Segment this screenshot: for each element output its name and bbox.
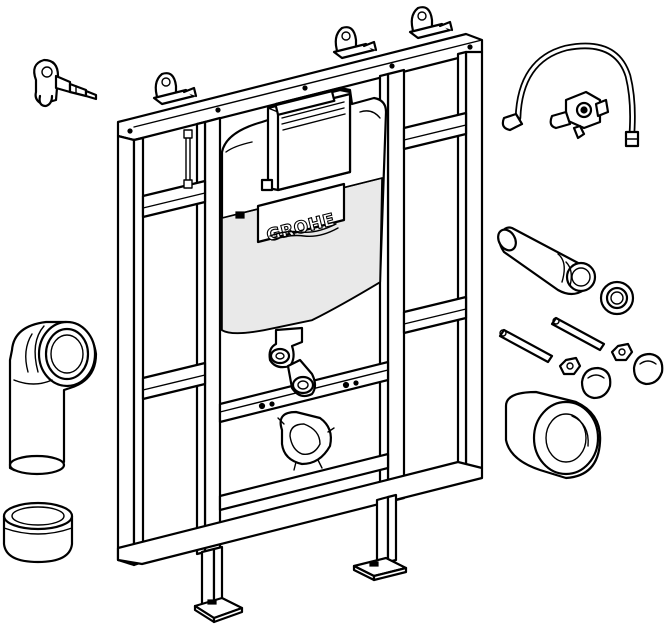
cap-nuts — [580, 352, 664, 400]
pan-connector-elbow — [8, 320, 98, 476]
actuator-top-lip — [274, 90, 336, 116]
concealed-cistern: GROHE — [220, 86, 388, 471]
frame-bottom-beam — [116, 460, 484, 566]
hanger-2 — [332, 26, 378, 60]
right-bracket-lower — [402, 295, 468, 335]
left-bracket-lower — [141, 361, 207, 401]
hanger-1 — [152, 72, 198, 106]
frame-right-upright — [464, 50, 484, 474]
nuts — [558, 342, 634, 376]
frame-lower-rail — [218, 452, 390, 512]
water-supply-hose — [501, 42, 640, 148]
flush-pipe — [497, 226, 597, 296]
frame-inner-left-upright — [203, 116, 222, 554]
frame-inner-right-upright — [386, 68, 406, 504]
drain-connector-sleeve — [504, 390, 602, 480]
angle-valve — [549, 90, 610, 140]
top-hangers — [152, 6, 454, 106]
hanger-3 — [408, 6, 454, 40]
right-foot-leg — [375, 495, 390, 567]
hose-nut-left — [501, 112, 524, 132]
wall-anchor-bolt — [33, 58, 98, 108]
frame-left-upright — [116, 134, 136, 567]
threaded-rods — [498, 316, 606, 364]
frame-top-holes — [127, 44, 473, 134]
left-bracket-upper — [141, 179, 207, 219]
cistern-logo-panel — [256, 182, 346, 244]
drain-connection-ring — [279, 410, 332, 466]
pipe-seal-ring — [599, 280, 635, 316]
pan-connector-cap — [2, 501, 74, 564]
frame-feet — [193, 493, 408, 624]
right-bracket-upper — [402, 111, 468, 151]
